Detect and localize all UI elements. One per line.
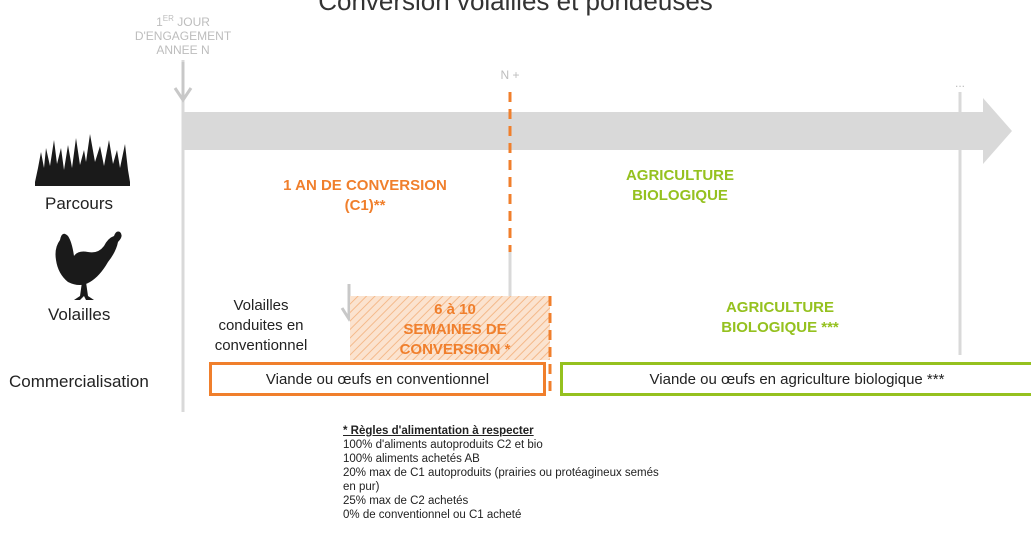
volailles-conventional-label: Volailles conduites en conventionnel xyxy=(214,297,308,354)
parcours-conversion-label: 1 AN DE CONVERSION (C1)** xyxy=(283,177,447,214)
parcours-bio-label: AGRICULTURE BIOLOGIQUE xyxy=(625,167,735,204)
volailles-weeks-label: 6 à 10 SEMAINES DE CONVERSION * xyxy=(399,301,511,358)
volailles-bio-label: AGRICULTURE BIOLOGIQUE *** xyxy=(721,299,839,336)
grass-icon xyxy=(35,134,130,186)
feeding-rules: * Règles d'alimentation à respecter 100%… xyxy=(343,424,763,522)
commercialisation-bio-box: Viande ou œufs en agriculture biologique… xyxy=(560,362,1031,396)
start-label: 1ER JOUR D'ENGAGEMENT ANNEE N xyxy=(134,14,232,57)
feeding-rule: 100% aliments achetés AB xyxy=(343,453,480,465)
row-label-commercialisation: Commercialisation xyxy=(9,372,149,391)
feeding-rules-title: * Règles d'alimentation à respecter xyxy=(343,425,534,437)
ellipsis-label: ... xyxy=(954,76,965,90)
row-label-parcours: Parcours xyxy=(45,194,114,213)
feeding-rule: 25% max de C2 achetés xyxy=(343,495,469,507)
row-label-volailles: Volailles xyxy=(48,305,111,324)
conversion-weeks-area xyxy=(350,296,550,360)
diagram-title: Conversion volailles et pondeuses xyxy=(318,0,713,16)
commercialisation-conventional-box: Viande ou œufs en conventionnel xyxy=(209,362,546,396)
feeding-rule: 100% d'aliments autoproduits C2 et bio xyxy=(343,439,543,451)
feeding-rule: en pur) xyxy=(343,481,380,493)
feeding-rule: 0% de conventionnel ou C1 acheté xyxy=(343,509,522,521)
feeding-rule: 20% max de C1 autoproduits (prairies ou … xyxy=(343,467,659,479)
hen-icon xyxy=(55,231,122,300)
commercialisation-bio-text: Viande ou œufs en agriculture biologique… xyxy=(649,370,945,388)
start-down-arrow xyxy=(173,87,193,103)
timeline-arrow xyxy=(183,98,1012,164)
commercialisation-conventional-text: Viande ou œufs en conventionnel xyxy=(265,370,490,388)
n-plus-label: N + xyxy=(500,68,520,82)
